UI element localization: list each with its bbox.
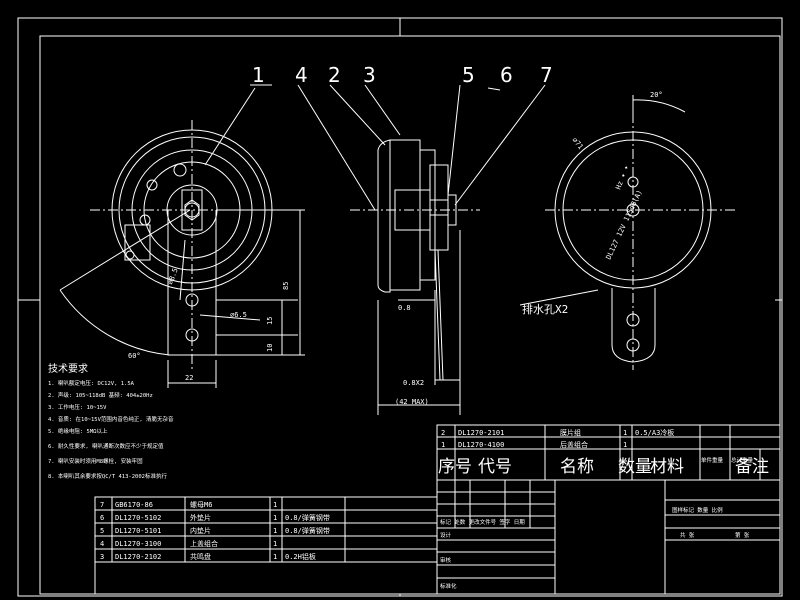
svg-text:技术要求: 技术要求 (48, 362, 88, 375)
svg-text:2. 声级: 105~118dB 基频: 404±20Hz: 2. 声级: 105~118dB 基频: 404±20Hz (48, 391, 153, 399)
dim-0-8x2: 0.8X2 (403, 379, 424, 387)
svg-text:0.8/弹簧钢带: 0.8/弹簧钢带 (285, 526, 330, 535)
svg-text:GB6170-86: GB6170-86 (115, 501, 153, 509)
svg-text:3. 工作电压: 10~15V: 3. 工作电压: 10~15V (48, 403, 107, 411)
upper-bom-table (436, 424, 781, 481)
svg-text:标准化: 标准化 (440, 582, 457, 590)
rear-label-hz: Hz ✦ ✦ (614, 163, 630, 190)
balloon-lines (204, 84, 546, 211)
svg-text:7: 7 (100, 501, 104, 509)
svg-text:6. 耐久性要求, 喇叭通断次数应不少于规定值: 6. 耐久性要求, 喇叭通断次数应不少于规定值 (48, 442, 164, 450)
svg-text:0.2H铝板: 0.2H铝板 (285, 552, 316, 561)
svg-text:备注: 备注 (735, 457, 769, 477)
svg-text:4: 4 (100, 540, 104, 548)
svg-text:上盖组合: 上盖组合 (190, 539, 218, 548)
svg-text:7. 喇叭安装时须用M8螺栓, 安装牢固: 7. 喇叭安装时须用M8螺栓, 安装牢固 (48, 457, 143, 465)
rear-view (545, 95, 735, 370)
svg-text:6: 6 (100, 514, 104, 522)
svg-text:4. 音质: 在10~15V范围内音色纯正, 清脆无杂音: 4. 音质: 在10~15V范围内音色纯正, 清脆无杂音 (48, 415, 174, 423)
svg-text:数量: 数量 (618, 457, 652, 477)
dim-42-max: (42 MAX) (395, 398, 429, 406)
balloon-2: 2 (328, 63, 341, 87)
dim-angle-60: 60° (128, 352, 141, 360)
svg-text:材料: 材料 (650, 457, 684, 477)
svg-text:后盖组合: 后盖组合 (560, 440, 588, 449)
svg-text:名称: 名称 (560, 457, 594, 477)
svg-text:设计: 设计 (440, 531, 452, 539)
svg-text:0.5/A3冷板: 0.5/A3冷板 (635, 428, 674, 437)
svg-text:图样标记 数量 比例: 图样标记 数量 比例 (672, 506, 723, 514)
front-view (59, 120, 305, 388)
dim-dia-71: ⌀71 (570, 136, 584, 151)
svg-text:1: 1 (441, 441, 445, 449)
svg-text:5: 5 (100, 527, 104, 535)
svg-text:共 张: 共 张 (680, 531, 695, 539)
svg-text:1: 1 (273, 527, 277, 535)
svg-text:DL1270-2101: DL1270-2101 (458, 429, 504, 437)
balloon-4: 4 (295, 63, 308, 87)
svg-text:3: 3 (100, 553, 104, 561)
svg-text:1: 1 (273, 501, 277, 509)
svg-text:5. 绝缘电阻: 5MΩ以上: 5. 绝缘电阻: 5MΩ以上 (48, 427, 108, 435)
dim-angle-20: 20° (650, 91, 663, 99)
svg-text:DL1270-2102: DL1270-2102 (115, 553, 161, 561)
svg-text:序号: 序号 (438, 457, 472, 477)
svg-text:1: 1 (273, 540, 277, 548)
svg-text:1. 喇叭额定电压: DC12V, 1.5A: 1. 喇叭额定电压: DC12V, 1.5A (48, 379, 135, 387)
svg-text:2: 2 (441, 429, 445, 437)
svg-text:螺母M6: 螺母M6 (190, 500, 212, 509)
drain-hole-label: 排水孔X2 (522, 302, 568, 316)
svg-text:1: 1 (273, 553, 277, 561)
svg-text:DL1270-3100: DL1270-3100 (115, 540, 161, 548)
svg-text:标记 处数 更改文件号 签字 日期: 标记 处数 更改文件号 签字 日期 (440, 518, 525, 526)
svg-text:8. 本喇叭其余要求按QC/T 413-2002标准执行: 8. 本喇叭其余要求按QC/T 413-2002标准执行 (48, 472, 167, 480)
rear-label-text: DL127 12V 115dB(A) (605, 189, 644, 261)
svg-text:总计重量: 总计重量 (731, 456, 754, 464)
dim-15: 15 (266, 317, 274, 325)
title-block (436, 479, 781, 595)
svg-text:第 张: 第 张 (735, 531, 750, 539)
tech-requirements: 技术要求 1. 喇叭额定电压: DC12V, 1.5A 2. 声级: 105~1… (48, 362, 174, 480)
svg-text:代号: 代号 (478, 457, 512, 477)
svg-text:1: 1 (623, 429, 627, 437)
dim-85: 85 (282, 282, 290, 290)
balloon-7: 7 (540, 63, 553, 87)
lower-bom-table (94, 496, 438, 595)
balloon-6: 6 (500, 63, 513, 87)
svg-text:0.8/弹簧钢带: 0.8/弹簧钢带 (285, 513, 330, 522)
dim-dia-6-5: ⌀6.5 (230, 311, 247, 319)
balloon-1: 1 (252, 63, 265, 87)
svg-text:1: 1 (273, 514, 277, 522)
svg-text:内垫片: 内垫片 (190, 526, 211, 535)
balloon-3: 3 (363, 63, 376, 87)
dim-22: 22 (185, 374, 193, 382)
balloon-5: 5 (462, 63, 475, 87)
svg-text:单件重量: 单件重量 (701, 456, 724, 464)
svg-text:DL1270-5101: DL1270-5101 (115, 527, 161, 535)
svg-text:膜片组: 膜片组 (560, 428, 581, 437)
svg-text:DL1270-5102: DL1270-5102 (115, 514, 161, 522)
svg-text:共鸣盘: 共鸣盘 (190, 552, 211, 561)
svg-text:审核: 审核 (440, 556, 452, 564)
svg-text:1: 1 (623, 441, 627, 449)
dim-10: 10 (266, 344, 274, 352)
dim-0-8: 0.8 (398, 304, 411, 312)
svg-text:外垫片: 外垫片 (190, 513, 211, 522)
svg-text:DL1270-4100: DL1270-4100 (458, 441, 504, 449)
side-view (350, 139, 480, 415)
